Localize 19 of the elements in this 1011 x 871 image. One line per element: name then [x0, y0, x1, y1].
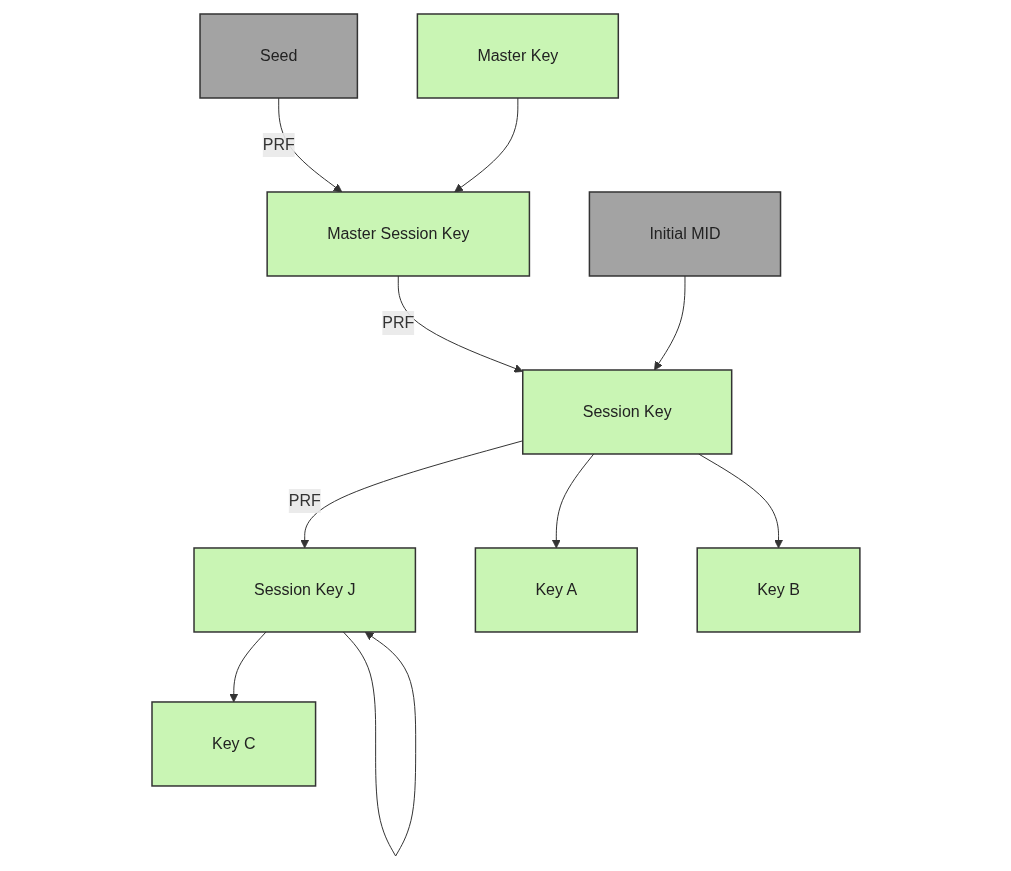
node-box: Session Key	[521, 369, 732, 456]
node-box: Key C	[150, 701, 316, 788]
arrow	[228, 631, 267, 703]
node-box: Session Key J	[192, 547, 416, 634]
edge-label: PRF	[262, 136, 295, 154]
node-box: Master Session Key	[265, 191, 530, 278]
node-box: Seed	[198, 13, 358, 100]
arrow	[653, 275, 685, 371]
node-box: Master Key	[416, 13, 619, 100]
node-box: Key B	[696, 547, 861, 634]
node-box: Key A	[474, 547, 638, 634]
arrow	[342, 631, 416, 857]
edge-label: PRF	[381, 314, 414, 332]
node-box: Initial MID	[588, 191, 781, 278]
arrow	[397, 275, 523, 374]
arrow	[453, 97, 518, 193]
edge-label: PRF	[288, 492, 321, 510]
arrow	[551, 453, 594, 549]
arrow	[299, 440, 523, 549]
